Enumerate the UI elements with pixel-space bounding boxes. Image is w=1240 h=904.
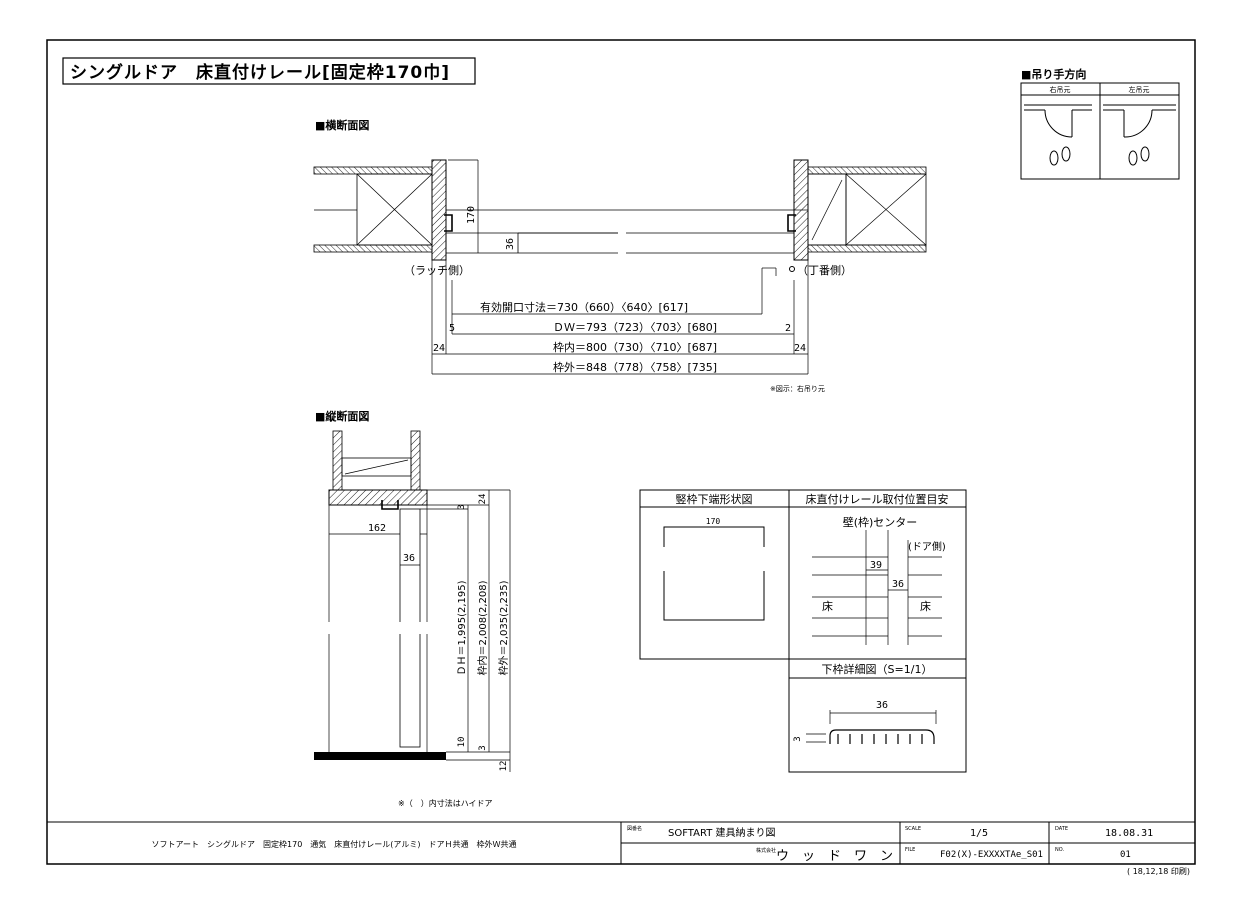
rail-profile — [829, 729, 935, 744]
swing-left-label: 左吊元 — [1129, 85, 1150, 94]
dim-36: 36 — [403, 553, 415, 564]
scale-value: 1/5 — [970, 828, 988, 839]
plan-note: ※図示：右吊り元 — [770, 384, 825, 393]
footprint-icon — [1049, 150, 1059, 166]
floor-right-label: 床 — [920, 599, 931, 613]
dim-24-head: 24 — [478, 494, 488, 505]
plan-section: ■横断面図 170 36 （ — [313, 118, 927, 393]
section-footnote: ※（ ）内寸法はハイドア — [398, 798, 493, 808]
date-value: 18.08.31 — [1105, 828, 1153, 839]
swing-direction: ■吊り手方向 右吊元 左吊元 — [1020, 67, 1180, 180]
dim-24-right: 24 — [794, 343, 806, 354]
drawing-description: ソフトアート シングルドア 固定枠170 通気 床直付けレール(アルミ) ドアＨ… — [152, 839, 517, 849]
title-box — [62, 57, 476, 85]
dim-2: 2 — [785, 323, 791, 334]
dim-frame-outer: 枠外＝848（778）〈758〉[735] — [553, 360, 717, 374]
detail-dim-36: 36 — [876, 700, 888, 711]
file-value: F02(X)-EXXXXTAe_S01 — [940, 850, 1043, 860]
print-date: ( 18,12,18 印刷) — [1127, 867, 1190, 876]
dim-170-shape: 170 — [706, 517, 721, 526]
dim-frame-outer-height: 枠外＝2,035(2,235) — [497, 580, 510, 675]
dim-door-width: ＤＷ＝793（723）〈703〉[680] — [553, 321, 717, 334]
floor-left-label: 床 — [822, 599, 833, 613]
latch-side-label: （ラッチ側） — [404, 264, 470, 277]
no-label: NO. — [1055, 847, 1064, 853]
section-heading: ■縦断面図 — [315, 409, 369, 423]
dim-10: 10 — [457, 737, 467, 748]
drawing-name-label: 図番名 — [627, 825, 642, 832]
wall-center-label: 壁(枠)センター — [843, 515, 918, 529]
door-side-label: (ドア側) — [908, 540, 946, 553]
floor-slab — [314, 752, 446, 760]
title-block: ソフトアート シングルドア 固定枠170 通気 床直付けレール(アルミ) ドアＨ… — [47, 821, 1195, 876]
page-title: シングルドア 床直付けレール[固定枠170巾] — [70, 62, 450, 83]
dim-door-height: ＤＨ＝1,995(2,195) — [457, 580, 468, 675]
footprint-icon — [1140, 146, 1150, 162]
dim-162: 162 — [368, 523, 386, 534]
dim-frame-depth: 170 — [466, 206, 477, 224]
dim-panel: 36 — [505, 238, 516, 250]
dim-39: 39 — [870, 560, 882, 571]
drawing-name: SOFTART 建具納まり図 — [668, 826, 775, 839]
date-label: DATE — [1055, 826, 1068, 832]
dim-frame-inner: 枠内＝800（730）〈710〉[687] — [553, 340, 717, 354]
dim-3-bottom: 3 — [478, 745, 488, 750]
plan-heading: ■横断面図 — [315, 118, 369, 132]
swing-right-label: 右吊元 — [1050, 85, 1071, 94]
dim-5: 5 — [449, 323, 455, 334]
file-label: FILE — [905, 847, 915, 853]
no-value: 01 — [1120, 850, 1131, 860]
scale-label: SCALE — [905, 826, 921, 832]
col2-header: 床直付けレール取付位置目安 — [806, 492, 949, 506]
detail-header: 下枠詳細図（S=1/1） — [822, 662, 933, 676]
footprint-icon — [1061, 146, 1071, 162]
swing-heading: ■吊り手方向 — [1021, 67, 1086, 81]
detail-dim-3: 3 — [793, 736, 803, 741]
company-name: ウ ッ ド ワ ン — [776, 849, 893, 864]
detail-table: 竪枠下端形状図 床直付けレール取付位置目安 170 壁(枠)センター (ドア側)… — [639, 489, 967, 773]
hinge-side-label: （丁番側） — [797, 264, 852, 277]
vertical-section: ■縦断面図 162 36 24 3 ＤＨ＝1,995(2,195) 枠内＝2,0… — [314, 409, 511, 808]
footprint-icon — [1128, 150, 1138, 166]
dim-36-rail: 36 — [892, 579, 904, 590]
dim-effective-opening: 有効開口寸法＝730（660）〈640〉[617] — [480, 300, 688, 314]
dim-12: 12 — [499, 761, 509, 772]
hinge-pivot-icon — [789, 266, 795, 272]
dim-24-left: 24 — [433, 343, 445, 354]
sheet-border — [46, 39, 1196, 865]
company-label: 株式会社 — [756, 847, 776, 854]
col1-header: 竪枠下端形状図 — [676, 492, 753, 506]
dim-3-head: 3 — [457, 504, 467, 509]
dim-frame-inner-height: 枠内＝2,008(2,208) — [476, 580, 489, 675]
